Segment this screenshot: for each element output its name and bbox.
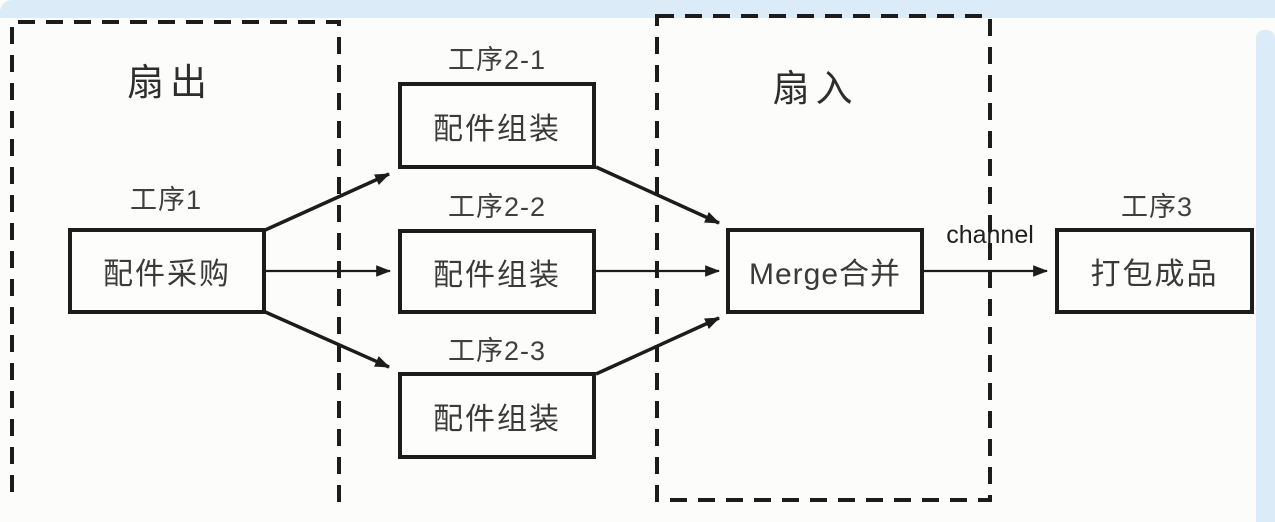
stage3-title: 工序3 [1120,192,1194,222]
assembly-3-box: 配件组装 [398,372,596,459]
fan-out-label: 扇出 [127,62,213,103]
arrow-procure-to-assembly-3 [262,309,391,369]
panel-edge-bottom [0,0,1275,18]
fan-out-region [10,20,341,502]
arrow-assembly-1-to-merge [595,165,721,225]
stage2-3-title: 工序2-3 [447,336,547,366]
arrow-assembly-3-to-merge [595,316,721,376]
merge-box: Merge合并 [726,228,924,314]
pack-box-label: 打包成品 [1090,258,1219,291]
arrow-procure-to-assembly-1 [262,172,391,233]
stage2-1-title: 工序2-1 [447,45,547,75]
merge-box-label: Merge合并 [748,258,902,291]
assembly-3-box-label: 配件组装 [433,402,561,436]
fan-in-label: 扇入 [772,68,859,109]
assembly-1-box: 配件组装 [398,82,596,169]
assembly-1-box-label: 配件组装 [433,112,561,146]
procure-box-label: 配件采购 [103,258,231,291]
panel-edge-right [1256,30,1275,522]
pack-box: 打包成品 [1055,228,1254,314]
fan-in-region [655,14,992,502]
procure-box: 配件采购 [68,228,266,314]
channel-label: channel [946,221,1034,249]
stage1-title: 工序1 [129,185,203,215]
stage2-2-title: 工序2-2 [447,192,547,222]
assembly-2-box: 配件组装 [398,229,596,314]
assembly-2-box-label: 配件组装 [433,258,561,292]
